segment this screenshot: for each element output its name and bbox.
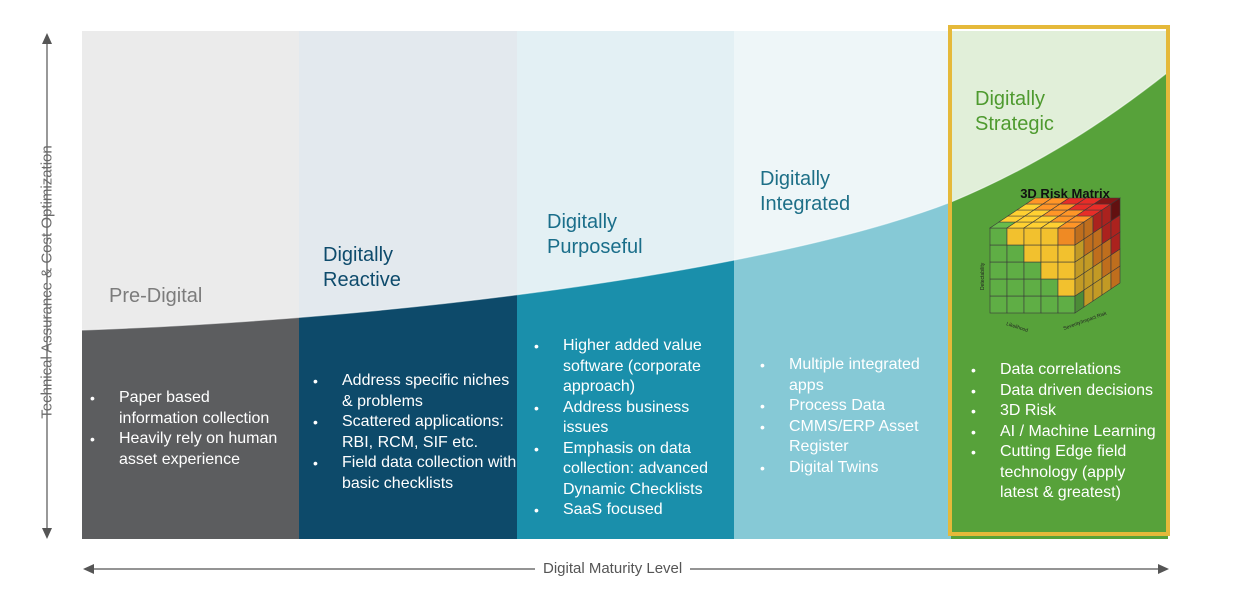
stage-title-digitally-strategic: Digitally Strategic bbox=[975, 88, 1054, 135]
list-item: Multiple integrated apps bbox=[760, 355, 940, 396]
list-item: Address business issues bbox=[534, 398, 734, 439]
stage-bullets-digitally-strategic: Data correlations Data driven decisions … bbox=[971, 360, 1163, 504]
stage-title-digitally-reactive: Digitally Reactive bbox=[323, 244, 401, 291]
list-item: Higher added value software (corporate a… bbox=[534, 336, 734, 398]
list-item: SaaS focused bbox=[534, 500, 734, 521]
list-item: Cutting Edge field technology (apply lat… bbox=[971, 442, 1163, 504]
list-item: AI / Machine Learning bbox=[971, 422, 1163, 443]
x-axis-arrow-left bbox=[83, 564, 94, 574]
stage-bullets-pre-digital: Paper based information collection Heavi… bbox=[90, 388, 290, 470]
maturity-curve bbox=[81, 71, 1169, 331]
list-item: Data correlations bbox=[971, 360, 1163, 381]
stage-bullets-digitally-reactive: Address specific niches & problems Scatt… bbox=[313, 371, 519, 494]
stage-title-digitally-purposeful: Digitally Purposeful bbox=[547, 211, 643, 258]
stage-band-top bbox=[82, 31, 300, 330]
list-item: Process Data bbox=[760, 396, 940, 417]
y-axis-arrow-down bbox=[42, 528, 52, 539]
y-axis-title: Technical Assurance & Cost Optimization bbox=[38, 145, 56, 419]
list-item: 3D Risk bbox=[971, 401, 1163, 422]
cube-axis-label-detectability: Detectability bbox=[980, 262, 986, 290]
stage-title-pre-digital: Pre-Digital bbox=[109, 285, 203, 307]
x-axis-arrow-right bbox=[1158, 564, 1169, 574]
list-item: Digital Twins bbox=[760, 458, 940, 479]
stage-bullets-digitally-purposeful: Higher added value software (corporate a… bbox=[534, 336, 734, 521]
stage-title-digitally-integrated: Digitally Integrated bbox=[760, 168, 851, 215]
list-item: Address specific niches & problems bbox=[313, 371, 519, 412]
strategic-highlight-frame bbox=[948, 25, 1170, 536]
risk-matrix-title: 3D Risk Matrix bbox=[1020, 186, 1110, 201]
list-item: Heavily rely on human asset experience bbox=[90, 429, 290, 470]
risk-cell bbox=[1110, 197, 1121, 222]
list-item: Emphasis on data collection: advanced Dy… bbox=[534, 439, 734, 501]
list-item: Scattered applications: RBI, RCM, SIF et… bbox=[313, 412, 519, 453]
list-item: Field data collection with basic checkli… bbox=[313, 453, 519, 494]
stage-bullets-digitally-integrated: Multiple integrated apps Process Data CM… bbox=[760, 355, 940, 478]
x-axis-title: Digital Maturity Level bbox=[535, 559, 691, 579]
list-item: CMMS/ERP Asset Register bbox=[760, 417, 940, 458]
stage-band-top bbox=[299, 31, 518, 330]
list-item: Data driven decisions bbox=[971, 381, 1163, 402]
y-axis-arrow-up bbox=[42, 33, 52, 44]
list-item: Paper based information collection bbox=[90, 388, 290, 429]
